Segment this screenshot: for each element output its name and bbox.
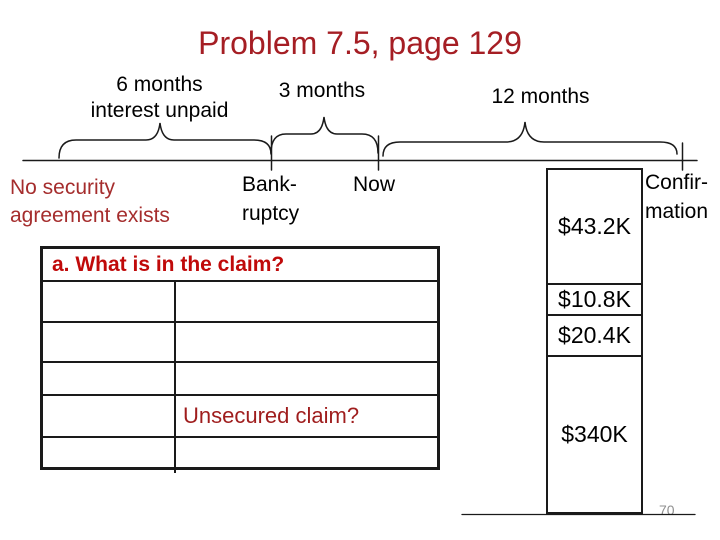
- table-cell: [43, 321, 176, 361]
- table-cell: [43, 394, 176, 436]
- event-label-confirmation: Confir- mation: [645, 168, 708, 226]
- event-bankruptcy-line1: Bank-: [242, 173, 297, 196]
- claim-table: a. What is in the claim? Unsecured claim…: [40, 246, 440, 473]
- amount-value: $340K: [561, 421, 628, 447]
- amount-value: $43.2K: [558, 213, 631, 239]
- no-security-note: No security agreement exists: [10, 174, 170, 230]
- amount-value: $20.4K: [558, 322, 631, 348]
- period-6-months-line1: 6 months: [116, 73, 203, 96]
- unsecured-claim-cell: Unsecured claim?: [176, 394, 437, 436]
- table-cell: [176, 321, 437, 361]
- table-cell: [43, 361, 176, 394]
- period-label-3-months: 3 months: [278, 79, 366, 102]
- amount-segment-20-4k: $20.4K: [548, 314, 641, 355]
- brace-6-months: [58, 122, 272, 159]
- table-cell: [176, 361, 437, 394]
- amount-stack: $43.2K $10.8K $20.4K $340K: [546, 168, 643, 514]
- event-label-bankruptcy: Bank- ruptcy: [242, 170, 299, 228]
- event-confirmation-line1: Confir-: [645, 171, 709, 194]
- page-number: 70: [659, 502, 675, 518]
- event-bankruptcy-line2: ruptcy: [242, 202, 300, 225]
- period-label-12-months: 12 months: [491, 85, 590, 108]
- brace-3-months: [270, 116, 379, 154]
- event-label-now: Now: [353, 173, 396, 196]
- brace-12-months: [382, 121, 678, 157]
- table-cell: [43, 282, 176, 321]
- period-label-6-months: 6 months interest unpaid: [52, 72, 267, 124]
- claim-table-header: a. What is in the claim?: [43, 249, 437, 282]
- claim-table-body: Unsecured claim?: [43, 282, 437, 473]
- slide-title: Problem 7.5, page 129: [198, 25, 522, 61]
- amount-segment-10-8k: $10.8K: [548, 283, 641, 314]
- no-security-note-line2: agreement exists: [10, 204, 170, 227]
- no-security-note-line1: No security: [10, 176, 116, 199]
- table-cell: [43, 436, 176, 473]
- event-confirmation-line2: mation: [645, 200, 709, 223]
- table-cell: [176, 436, 437, 473]
- period-6-months-line2: interest unpaid: [90, 99, 229, 122]
- amount-segment-43-2k: $43.2K: [548, 170, 641, 283]
- table-cell: [176, 282, 437, 321]
- amount-segment-340k: $340K: [548, 355, 641, 512]
- amount-value: $10.8K: [558, 286, 631, 312]
